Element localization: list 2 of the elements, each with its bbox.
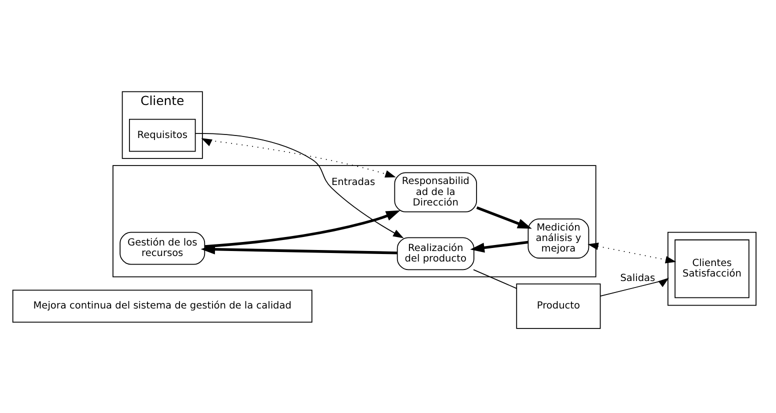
edge-label: Entradas (332, 176, 376, 188)
edge-label: Salidas (620, 273, 656, 284)
